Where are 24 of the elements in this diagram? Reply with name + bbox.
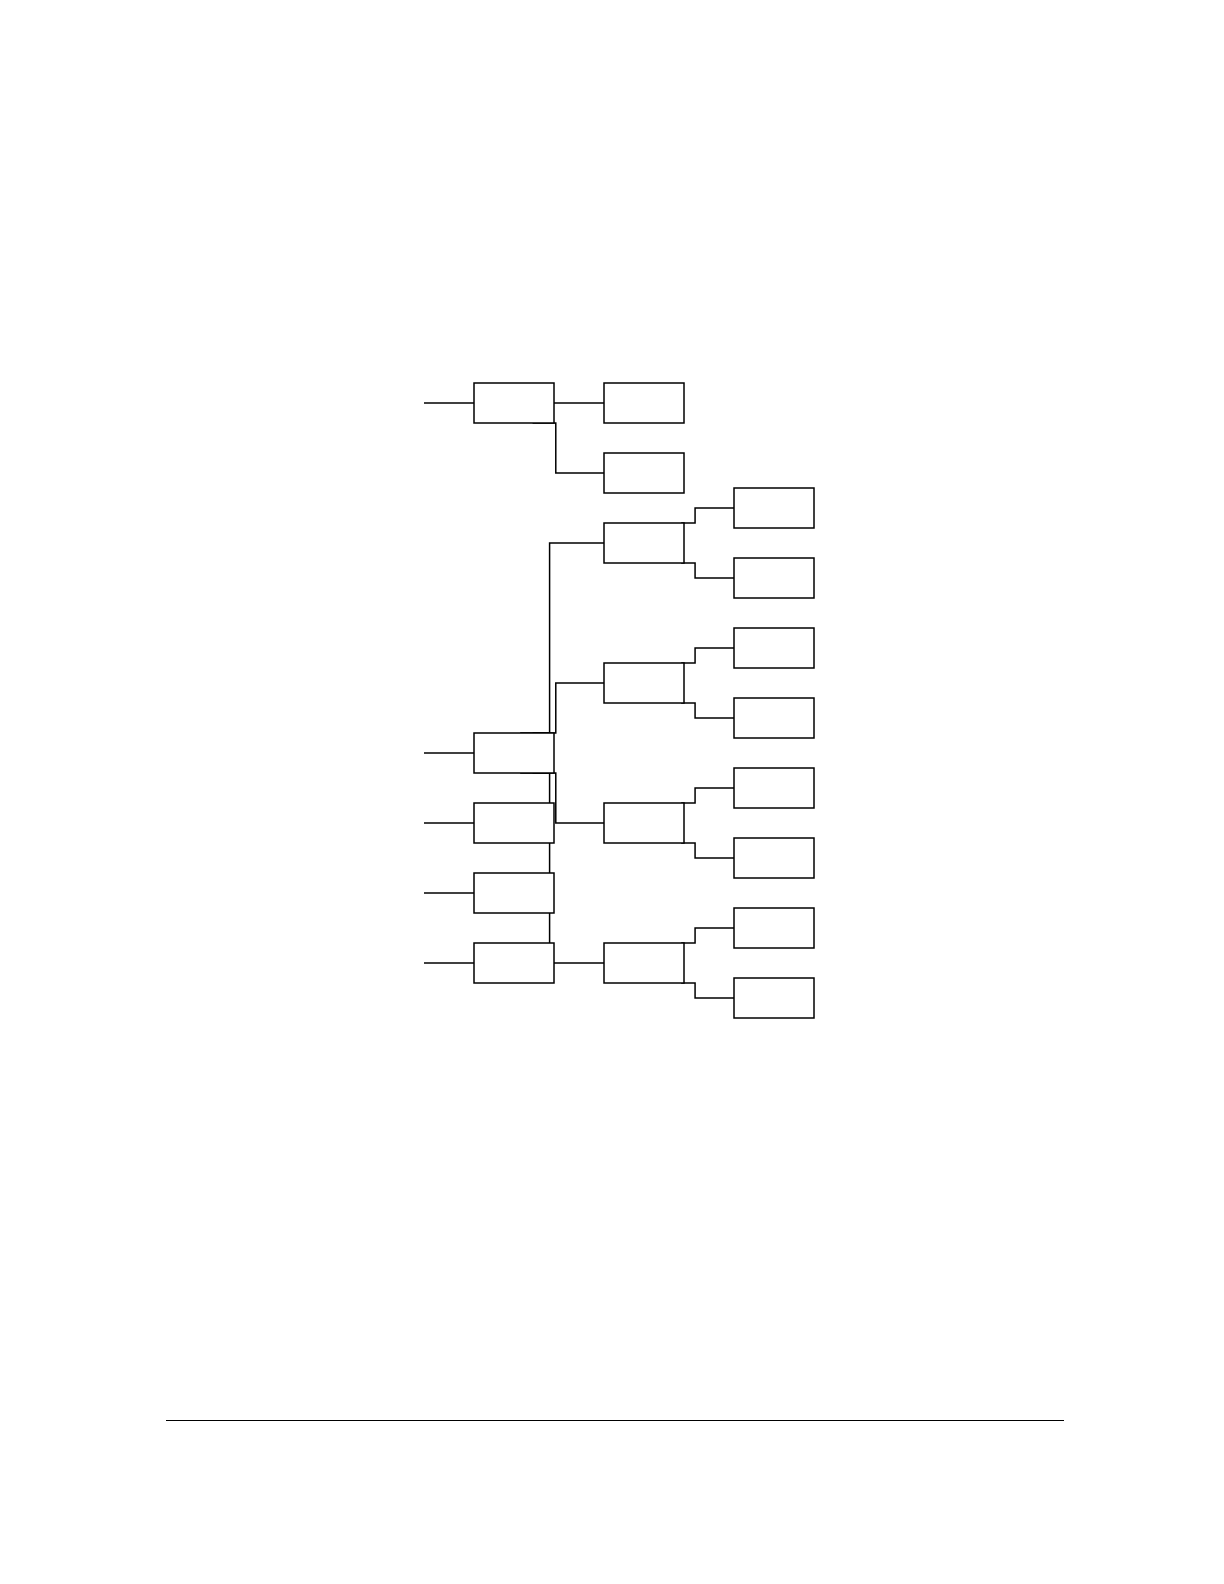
node-box bbox=[603, 941, 685, 984]
node-box bbox=[733, 766, 815, 809]
node-box bbox=[733, 906, 815, 949]
node-box bbox=[603, 451, 685, 494]
node-box bbox=[473, 871, 555, 914]
node-box bbox=[603, 381, 685, 424]
connector bbox=[423, 821, 475, 824]
node-box bbox=[733, 556, 815, 599]
connector bbox=[423, 401, 475, 404]
node-box bbox=[473, 381, 555, 424]
node-box bbox=[733, 486, 815, 529]
connector bbox=[423, 891, 475, 894]
node-box bbox=[733, 626, 815, 669]
node-box bbox=[473, 731, 555, 774]
node-box bbox=[733, 836, 815, 879]
node-box bbox=[603, 521, 685, 564]
node-box bbox=[733, 976, 815, 1019]
node-box bbox=[473, 801, 555, 844]
node-box bbox=[603, 801, 685, 844]
connector bbox=[423, 751, 475, 754]
node-box bbox=[733, 696, 815, 739]
node-box bbox=[603, 661, 685, 704]
connector bbox=[423, 961, 475, 964]
node-box bbox=[473, 941, 555, 984]
